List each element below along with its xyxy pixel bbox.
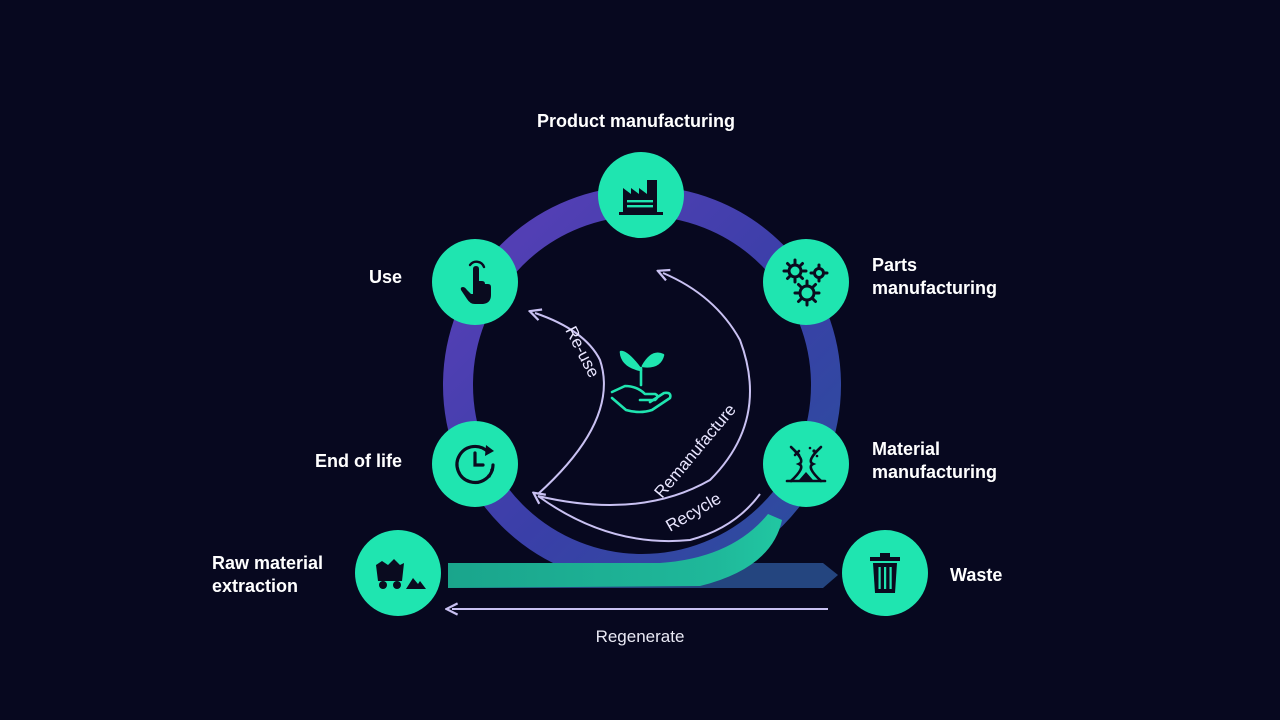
regenerate-label: Regenerate: [595, 627, 685, 646]
use-label: Use: [368, 267, 402, 287]
end-of-life-label: End of life: [315, 451, 402, 471]
gears-icon: [782, 258, 829, 307]
material-manufacturing-label: Material manufacturing: [872, 438, 997, 484]
material-manufacturing-node[interactable]: [763, 421, 849, 507]
parts-label-line2: manufacturing: [872, 278, 998, 298]
product-manufacturing-node[interactable]: [598, 152, 684, 238]
hand-pointer-icon: [460, 260, 491, 304]
parts-label-line1: Parts: [872, 255, 918, 275]
reuse-label: Re-use: [561, 323, 603, 380]
use-node[interactable]: [432, 239, 518, 325]
remanufacture-label: Remanufacture: [651, 400, 740, 501]
raw-label-line1: Raw material: [212, 553, 324, 573]
waste-node[interactable]: [842, 530, 928, 616]
waste-label: Waste: [950, 565, 1003, 585]
trash-bin-icon: [870, 553, 900, 593]
parts-manufacturing-node[interactable]: [763, 239, 849, 325]
product-manufacturing-label: Product manufacturing: [537, 111, 736, 131]
material-label-line2: manufacturing: [872, 462, 998, 482]
plant-in-hand-icon: [610, 350, 672, 414]
hourglass-icon: [785, 445, 827, 483]
mining-cart-icon: [376, 559, 426, 589]
clock-cycle-icon: [455, 444, 495, 485]
remanufacture-arrow: [537, 273, 751, 506]
end-of-life-node[interactable]: [432, 421, 518, 507]
reuse-arrow: [535, 313, 605, 495]
raw-material-extraction-node[interactable]: [355, 530, 441, 616]
raw-material-extraction-label: Raw material extraction: [212, 552, 323, 598]
material-label-line1: Material: [872, 439, 941, 459]
factory-icon: [619, 180, 663, 215]
recycle-arrow: [538, 494, 761, 543]
raw-label-line2: extraction: [212, 576, 299, 596]
circular-flow-band: [448, 514, 782, 588]
parts-manufacturing-label: Parts manufacturing: [872, 254, 997, 300]
